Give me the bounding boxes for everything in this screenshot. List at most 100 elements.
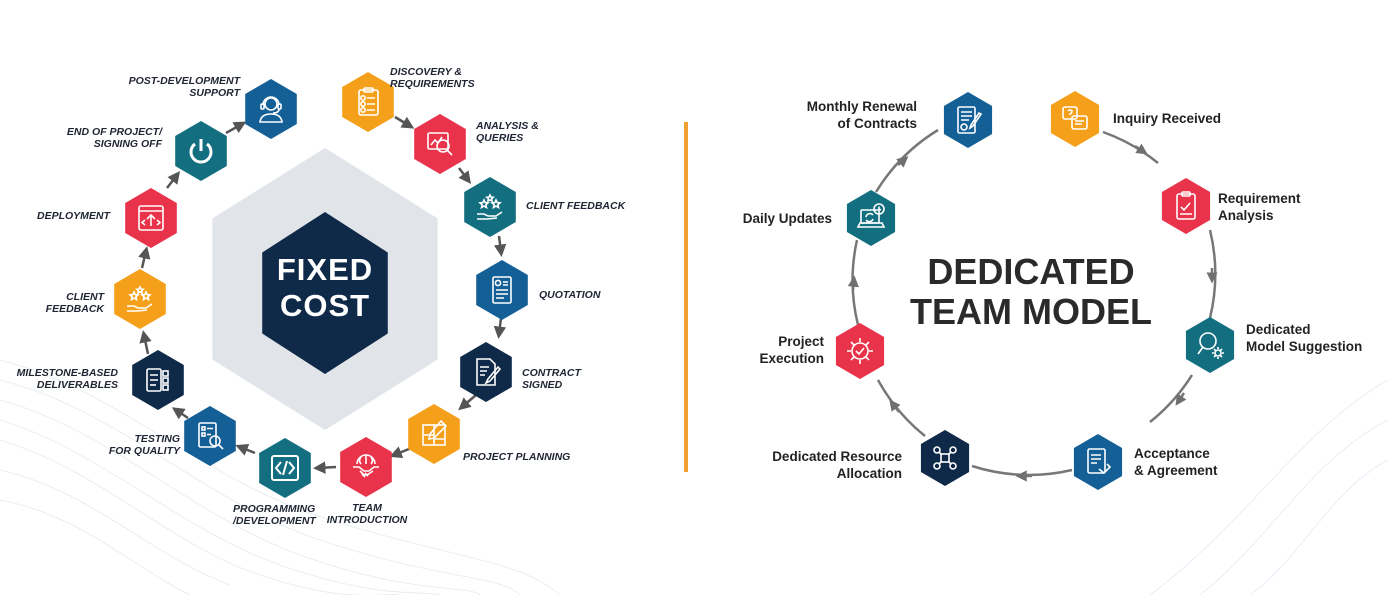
dt-label-inquiry: Inquiry Received [1113, 110, 1221, 127]
dt-label-resource-allocation-line2: Allocation [836, 466, 902, 481]
dt-label-model-suggestion-line1: Dedicated [1246, 322, 1311, 337]
network-people-icon [933, 446, 957, 470]
fixed-cost-title: FIXED COST [245, 252, 405, 324]
checklist-icon [146, 368, 169, 392]
fc-label-quotation-line1: QUOTATION [539, 289, 601, 301]
invoice-icon [492, 276, 512, 304]
code-brackets-icon [271, 455, 299, 481]
fc-step-end-of-project-hex [175, 121, 227, 181]
clipboard-check-icon [1176, 191, 1196, 220]
dedicated-team-title-line2: TEAM MODEL [910, 291, 1152, 332]
fc-label-programming: PROGRAMMING/DEVELOPMENT [233, 503, 316, 527]
dt-label-acceptance-line2: & Agreement [1134, 463, 1218, 478]
dt-label-monthly-renewal: Monthly Renewal of Contracts [780, 98, 917, 132]
dt-step-model-suggestion-hex [1185, 317, 1235, 373]
fc-label-contract-line2: SIGNED [522, 379, 563, 391]
gear-check-icon [847, 338, 873, 364]
fc-label-programming-line1: PROGRAMMING [233, 503, 316, 515]
dt-label-inquiry-line1: Inquiry Received [1113, 111, 1222, 126]
fc-step-deployment-hex [125, 188, 177, 248]
fc-label-planning: PROJECT PLANNING [463, 451, 570, 463]
document-pen-icon [476, 358, 502, 386]
dt-label-requirement-line2: Analysis [1218, 208, 1274, 223]
dedicated-team-title-line1: DEDICATED [927, 251, 1135, 292]
fc-label-analysis-line1: ANALYSIS & [476, 120, 539, 132]
browser-upload-icon [138, 205, 164, 231]
dt-label-project-execution-line1: Project [778, 334, 824, 349]
hand-stars-icon [127, 285, 153, 312]
dt-label-monthly-renewal-line1: Monthly Renewal [806, 99, 917, 114]
fixed-cost-title-line2: COST [279, 288, 371, 323]
fc-label-discovery: DISCOVERY &REQUIREMENTS [390, 66, 475, 90]
fc-label-team-intro-line1: TEAM [352, 502, 382, 514]
fc-label-planning-line1: PROJECT PLANNING [463, 451, 571, 463]
fc-step-client-feedback-2-hex [114, 269, 166, 329]
dt-label-acceptance: Acceptance & Agreement [1134, 445, 1218, 479]
fc-label-milestone-line1: MILESTONE-BASED [16, 367, 118, 379]
fixed-cost-inner-hexagon [262, 212, 388, 374]
fc-step-testing-hex [184, 406, 236, 466]
fc-label-contract-line1: CONTRACT [522, 367, 581, 379]
handshake-globe-icon [353, 454, 379, 478]
hand-stars-icon [477, 193, 503, 220]
dt-step-resource-allocation-hex [920, 430, 970, 486]
fc-label-milestone-line2: DELIVERABLES [36, 379, 118, 391]
dt-step-project-execution-hex [835, 323, 885, 379]
section-divider [684, 122, 688, 472]
fc-label-client-feedback: CLIENT FEEDBACK [526, 200, 625, 212]
clipboard-list-icon [358, 87, 379, 116]
fc-label-deployment: DEPLOYMENT [37, 210, 110, 222]
fc-step-milestone-hex [132, 350, 184, 410]
fc-label-analysis: ANALYSIS &QUERIES [476, 120, 539, 144]
fc-label-discovery-line1: DISCOVERY & [390, 66, 462, 78]
fc-label-testing-line2: FOR QUALITY [108, 445, 180, 457]
checklist-magnifier-icon [198, 422, 224, 450]
fc-label-quotation: QUOTATION [539, 289, 600, 301]
document-sign-icon [957, 106, 983, 134]
dt-label-acceptance-line1: Acceptance [1134, 446, 1210, 461]
headset-agent-icon [259, 96, 283, 123]
dt-label-model-suggestion-line2: Model Suggestion [1246, 339, 1363, 354]
power-icon [189, 139, 213, 164]
fc-label-analysis-line2: QUERIES [476, 132, 524, 144]
fc-label-deployment-line1: DEPLOYMENT [37, 210, 110, 222]
dt-step-acceptance-hex [1073, 434, 1123, 490]
fc-label-client-feedback-2-line2: FEEDBACK [45, 303, 104, 315]
dt-label-daily-updates: Daily Updates [722, 210, 832, 227]
fc-label-end-of-project-line2: SIGNING OFF [93, 138, 162, 150]
fc-label-discovery-line2: REQUIREMENTS [390, 78, 475, 90]
chat-question-icon [1062, 106, 1088, 130]
laptop-clock-icon [856, 203, 886, 228]
magnifier-gear-icon [1197, 332, 1224, 359]
fc-label-end-of-project-line1: END OF PROJECT/ [66, 126, 162, 138]
dedicated-team-title: DEDICATED TEAM MODEL [900, 252, 1162, 332]
dt-label-project-execution-line2: Execution [759, 351, 824, 366]
dt-label-resource-allocation-line1: Dedicated Resource [772, 449, 902, 464]
fc-label-team-intro-line2: INTRODUCTION [326, 514, 408, 526]
fc-label-client-feedback-2-line1: CLIENT [66, 291, 104, 303]
fc-label-programming-line2: /DEVELOPMENT [233, 515, 316, 527]
blueprint-icon [422, 419, 448, 446]
dt-label-daily-updates-line1: Daily Updates [742, 211, 832, 226]
fixed-cost-title-line1: FIXED [276, 252, 374, 287]
fc-label-end-of-project: END OF PROJECT/SIGNING OFF [50, 126, 162, 150]
fc-label-testing-line1: TESTING [134, 433, 180, 445]
magnifier-chart-icon [427, 132, 453, 156]
contract-icon [1087, 448, 1112, 475]
dt-label-monthly-renewal-line2: of Contracts [837, 116, 917, 131]
fc-label-post-dev-line2: SUPPORT [189, 87, 240, 99]
fc-label-post-dev-line1: POST-DEVELOPMENT [128, 75, 240, 87]
